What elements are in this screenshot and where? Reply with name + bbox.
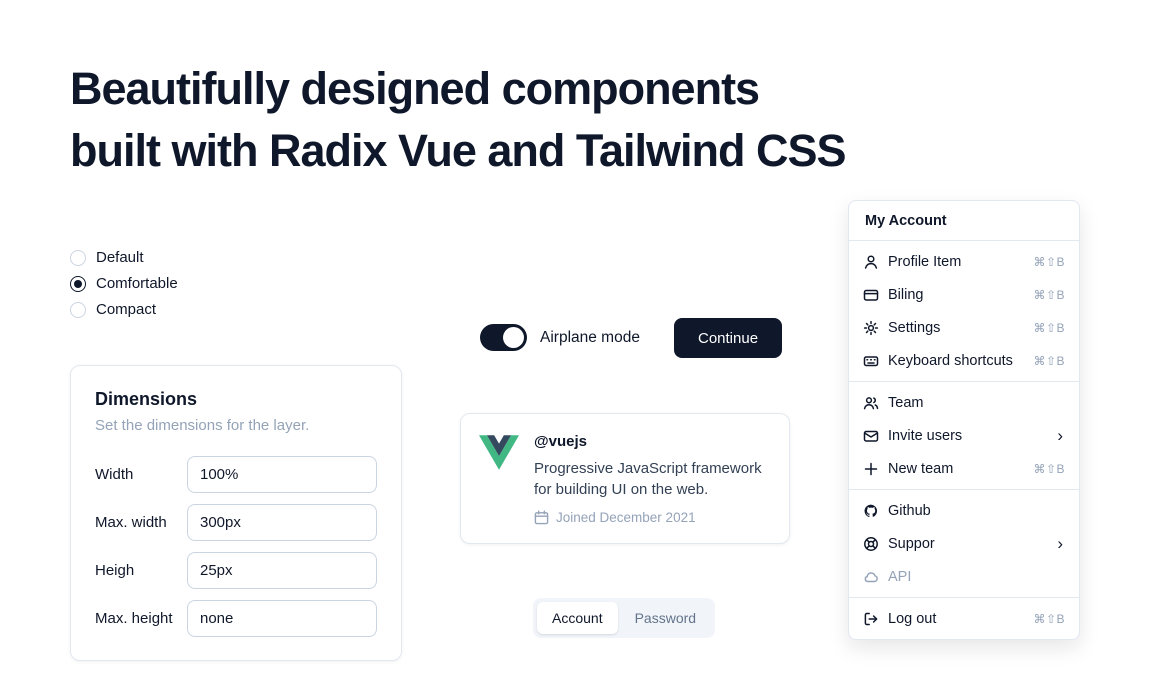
dimensions-subtitle: Set the dimensions for the layer. xyxy=(95,417,310,434)
calendar-icon xyxy=(534,510,549,525)
my-account-menu: My Account Profile Item ⌘⇧B Biling ⌘⇧B xyxy=(848,200,1080,640)
menu-item-shortcut: ⌘⇧B xyxy=(1033,254,1065,269)
menu-item-label: Log out xyxy=(888,610,937,627)
dimensions-title: Dimensions xyxy=(95,389,198,409)
width-input[interactable] xyxy=(187,456,377,493)
max-width-label: Max. width xyxy=(95,514,167,531)
vue-handle: @vuejs xyxy=(534,433,587,450)
radio-circle-icon[interactable] xyxy=(70,301,86,318)
vue-card-body: @vuejs Progressive JavaScript framework … xyxy=(534,433,771,525)
max-height-input[interactable] xyxy=(187,600,377,637)
lifebuoy-icon xyxy=(863,536,879,552)
menu-item-shortcut: ⌘⇧B xyxy=(1033,461,1065,476)
menu-item-label: Biling xyxy=(888,286,924,303)
width-label: Width xyxy=(95,466,134,483)
credit-card-icon xyxy=(863,287,879,303)
menu-title: My Account xyxy=(865,213,947,229)
github-icon xyxy=(863,503,879,519)
page-title: Beautifully designed components built wi… xyxy=(70,58,847,182)
page-title-line1: Beautifully designed components xyxy=(70,63,760,114)
menu-item-log-out[interactable]: Log out ⌘⇧B xyxy=(849,602,1079,635)
menu-separator xyxy=(849,597,1079,598)
user-icon xyxy=(863,254,879,270)
gear-icon xyxy=(863,320,879,336)
chevron-right-icon: › xyxy=(1057,426,1063,445)
radio-label: Comfortable xyxy=(96,275,178,292)
menu-item-api[interactable]: API xyxy=(849,560,1079,593)
vuejs-card: @vuejs Progressive JavaScript framework … xyxy=(460,413,790,545)
radio-label: Compact xyxy=(96,301,157,318)
menu-separator xyxy=(849,381,1079,382)
airplane-mode-toggle[interactable] xyxy=(480,324,527,351)
airplane-mode-label: Airplane mode xyxy=(540,328,640,346)
radio-selected-icon[interactable] xyxy=(70,275,86,292)
menu-item-shortcut: ⌘⇧B xyxy=(1033,353,1065,368)
menu-item-label: Profile Item xyxy=(888,253,962,270)
logout-icon xyxy=(863,611,879,627)
invite-users-icon xyxy=(863,428,879,444)
menu-item-label: Team xyxy=(888,394,924,411)
menu-item-support[interactable]: Suppor › xyxy=(849,527,1079,560)
menu-group-logout: Log out ⌘⇧B xyxy=(849,598,1079,639)
account-password-tabs: Account Password xyxy=(533,598,716,638)
density-radio-group: Default Comfortable Compact xyxy=(70,249,178,318)
menu-item-team[interactable]: Team xyxy=(849,386,1079,419)
menu-item-label: Github xyxy=(888,502,931,519)
menu-item-shortcut: ⌘⇧B xyxy=(1033,320,1065,335)
page-title-line2: built with Radix Vue and Tailwind CSS xyxy=(70,125,847,177)
vue-joined-text: Joined December 2021 xyxy=(556,510,696,526)
menu-separator xyxy=(849,240,1079,241)
menu-item-label: Settings xyxy=(888,319,941,336)
continue-button[interactable]: Continue xyxy=(674,318,783,358)
menu-item-label: API xyxy=(888,568,912,585)
height-label: Heigh xyxy=(95,562,135,579)
menu-separator xyxy=(849,489,1079,490)
airplane-mode-row: Airplane mode xyxy=(480,324,640,351)
radio-circle-icon[interactable] xyxy=(70,249,86,266)
tab-password[interactable]: Password xyxy=(634,610,697,626)
keyboard-icon xyxy=(863,353,879,369)
chevron-right-icon: › xyxy=(1057,534,1063,553)
radio-option-comfortable[interactable]: Comfortable xyxy=(70,275,178,292)
max-height-label: Max. height xyxy=(95,610,173,627)
menu-item-label: Invite users xyxy=(888,427,963,444)
toggle-knob xyxy=(503,327,524,348)
tab-account[interactable]: Account xyxy=(537,602,618,634)
plus-icon xyxy=(863,461,879,477)
height-input[interactable] xyxy=(187,552,377,589)
menu-item-new-team[interactable]: New team ⌘⇧B xyxy=(849,452,1079,485)
menu-item-shortcut: ⌘⇧B xyxy=(1033,611,1065,626)
vue-description: Progressive JavaScript framework for bui… xyxy=(534,460,762,498)
menu-item-github[interactable]: Github xyxy=(849,494,1079,527)
menu-group-support: Github Suppor › API xyxy=(849,490,1079,597)
cloud-icon xyxy=(863,569,879,585)
menu-item-label: Suppor xyxy=(888,535,935,552)
menu-item-billing[interactable]: Biling ⌘⇧B xyxy=(849,278,1079,311)
menu-group-profile: Profile Item ⌘⇧B Biling ⌘⇧B Settings ⌘⇧B xyxy=(849,241,1079,381)
radio-label: Default xyxy=(96,249,144,266)
menu-item-label: Keyboard shortcuts xyxy=(888,352,1013,369)
radio-option-compact[interactable]: Compact xyxy=(70,301,178,318)
dimensions-card: Dimensions Set the dimensions for the la… xyxy=(70,365,402,661)
menu-item-shortcut: ⌘⇧B xyxy=(1033,287,1065,302)
menu-item-label: New team xyxy=(888,460,954,477)
vue-joined-row: Joined December 2021 xyxy=(534,510,771,525)
menu-item-profile[interactable]: Profile Item ⌘⇧B xyxy=(849,245,1079,278)
menu-group-team: Team Invite users › New team ⌘⇧B xyxy=(849,382,1079,489)
users-icon xyxy=(863,395,879,411)
menu-item-keyboard-shortcuts[interactable]: Keyboard shortcuts ⌘⇧B xyxy=(849,344,1079,377)
menu-item-settings[interactable]: Settings ⌘⇧B xyxy=(849,311,1079,344)
menu-item-invite-users[interactable]: Invite users › xyxy=(849,419,1079,452)
radio-option-default[interactable]: Default xyxy=(70,249,178,266)
vue-logo-icon xyxy=(479,435,519,470)
max-width-input[interactable] xyxy=(187,504,377,541)
